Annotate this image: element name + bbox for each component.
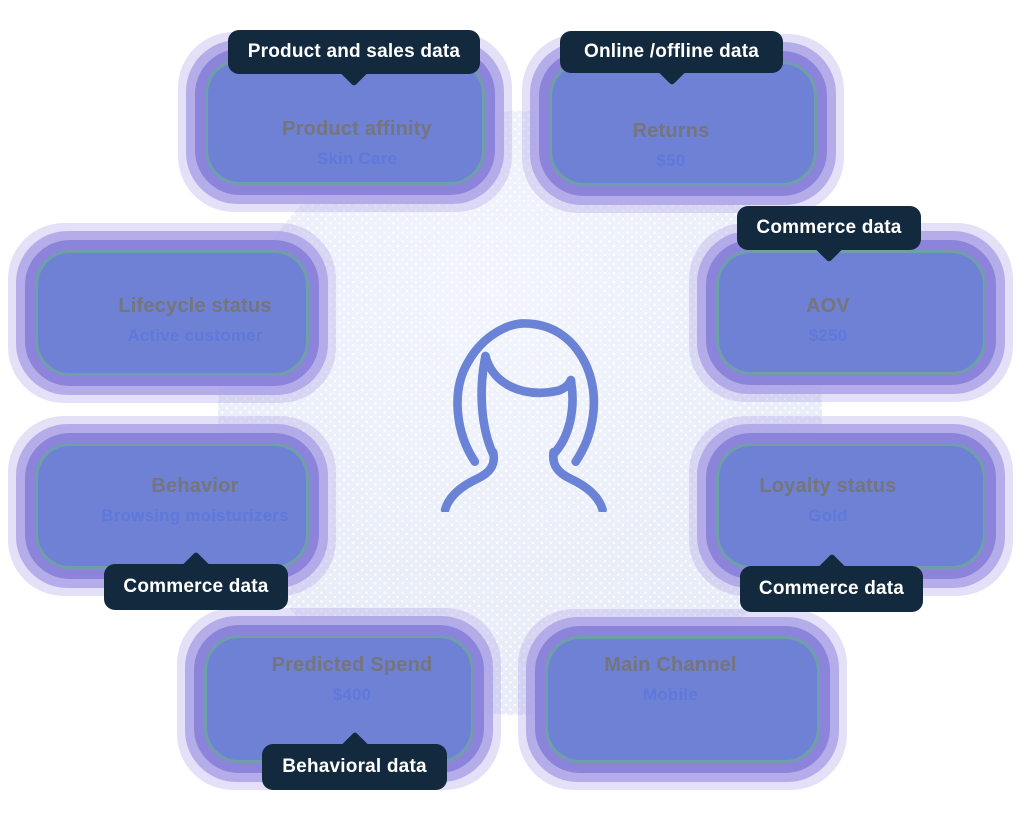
badge-label: Behavioral data (282, 756, 427, 777)
card-behavior: Behavior Browsing moisturizers (73, 452, 317, 548)
badge-label: Commerce data (756, 217, 902, 238)
card-title: Returns (632, 119, 710, 142)
card-predicted-spend: Predicted Spend $400 (232, 630, 472, 728)
card-main-channel: Main Channel Mobile (548, 630, 793, 727)
card-product-affinity: Product affinity Skin Care (232, 95, 482, 191)
card-value: Gold (808, 506, 848, 525)
card-aov: AOV $250 (708, 272, 948, 367)
card-loyalty-status: Loyalty status Gold (708, 452, 948, 548)
card-value: $250 (808, 325, 848, 345)
card-title: Product affinity (282, 118, 432, 140)
badge-commerce-data-aov: Commerce data (737, 206, 921, 250)
card-title: Lifecycle status (118, 295, 272, 317)
card-lifecycle-status: Lifecycle status Active customer (73, 272, 317, 368)
card-returns: Returns $50 (552, 97, 790, 192)
card-value: Active customer (127, 326, 263, 345)
customer-circle-background (218, 111, 822, 715)
card-title: AOV (806, 294, 850, 317)
badge-label: Commerce data (123, 576, 269, 597)
badge-product-and-sales-data: Product and sales data (228, 30, 480, 74)
card-value: Browsing moisturizers (101, 506, 289, 525)
card-value: Mobile (642, 684, 699, 704)
badge-online-offline-data: Online /offline data (560, 31, 783, 73)
badge-commerce-data-loyalty: Commerce data (740, 566, 923, 612)
card-value: $50 (656, 150, 686, 170)
badge-behavioral-data: Behavioral data (262, 744, 447, 790)
card-value: Skin Care (316, 149, 398, 168)
badge-label: Product and sales data (247, 41, 461, 62)
badge-label: Online /offline data (583, 41, 759, 62)
card-title: Loyalty status (759, 475, 897, 497)
badge-label: Commerce data (758, 578, 905, 599)
card-title: Behavior (151, 475, 239, 497)
badge-commerce-data-behavior: Commerce data (104, 564, 288, 610)
female-avatar-icon (424, 300, 616, 512)
card-value: $400 (332, 685, 372, 704)
card-title: Predicted Spend (271, 654, 433, 676)
card-title: Main Channel (604, 653, 737, 676)
